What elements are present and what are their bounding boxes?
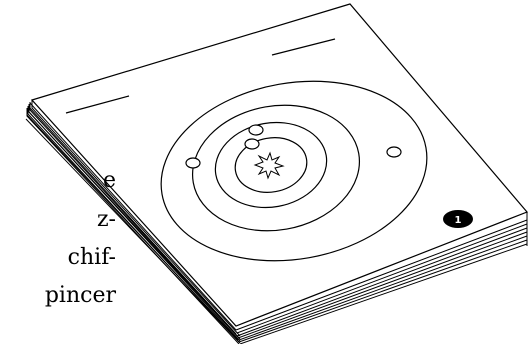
planet-ellipse-icon [387,147,401,157]
planet-ellipse-icon [249,125,263,135]
margin-text-line: z- [0,208,116,232]
page-number-label: 1 [455,215,462,226]
page-number-badge-icon: 1 [443,210,473,228]
margin-text-line: pincer [0,284,116,308]
planet-ellipse-icon [186,158,200,168]
planet-ellipse-icon [245,139,259,149]
starburst-sun-icon [255,153,283,178]
margin-text-line: chif- [0,246,116,270]
margin-text-line: e [0,169,116,193]
